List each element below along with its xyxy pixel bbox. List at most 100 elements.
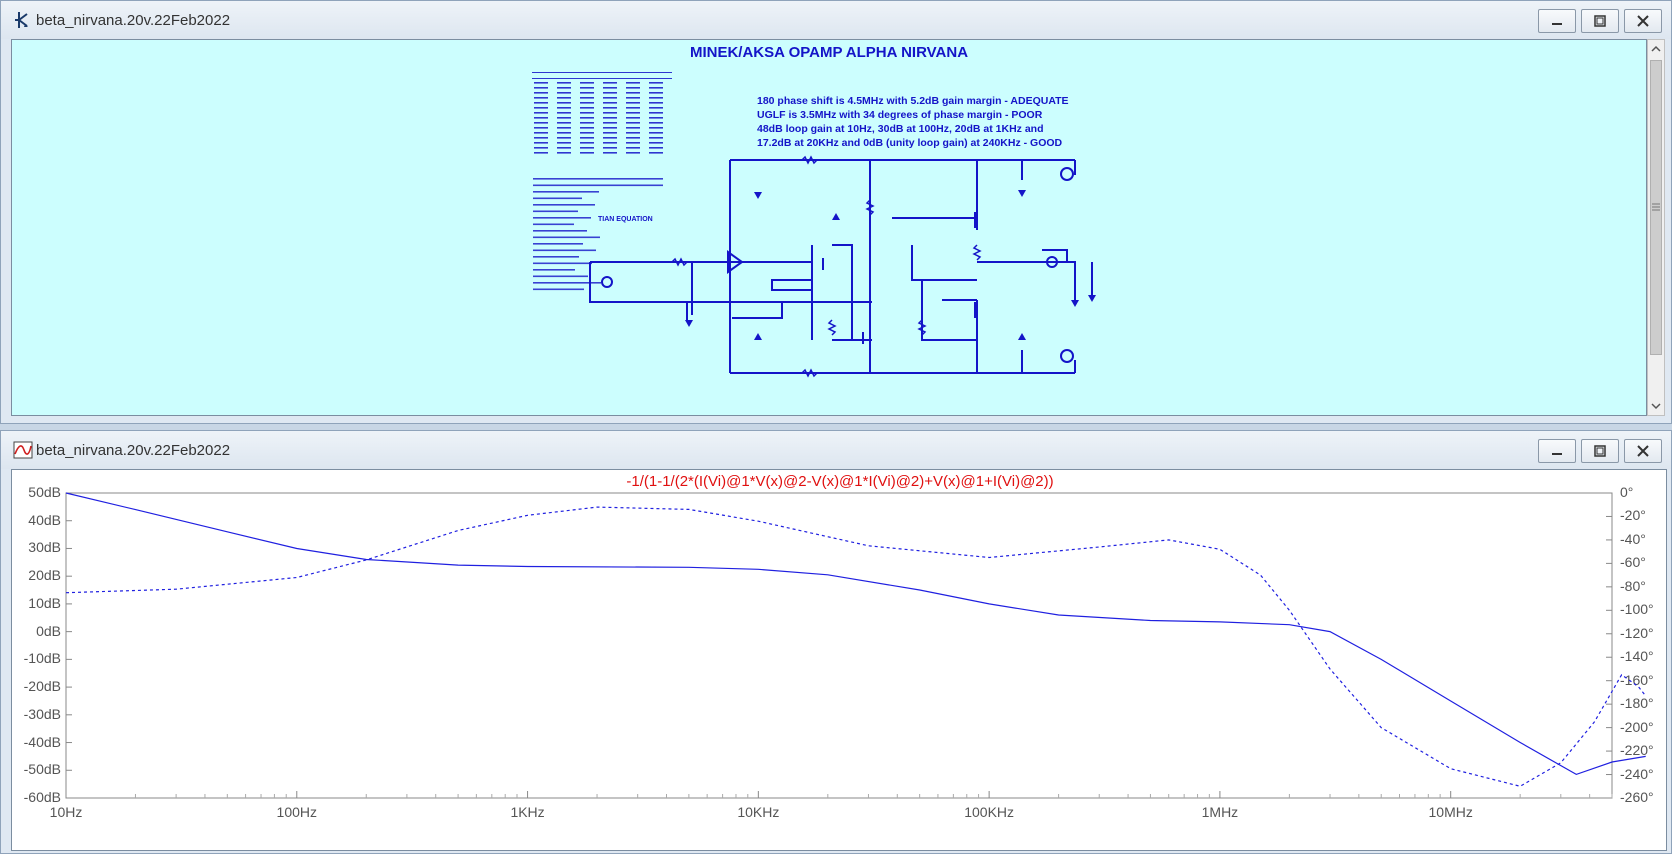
right-axis-label: -260° xyxy=(1620,789,1654,805)
right-axis-label: -20° xyxy=(1620,507,1646,524)
note-line-3: 48dB loop gain at 10Hz, 30dB at 100Hz, 2… xyxy=(757,123,1044,135)
table-cell-mark xyxy=(557,82,571,84)
directive-line-mark xyxy=(533,282,601,284)
directive-line-mark xyxy=(533,288,584,291)
left-axis-label: 50dB xyxy=(28,484,61,500)
bottom-axis-label: 1KHz xyxy=(510,804,545,820)
equation-label: TIAN EQUATION xyxy=(598,216,653,223)
table-cell-mark xyxy=(534,122,548,124)
table-cell-mark xyxy=(649,112,663,114)
table-cell-mark xyxy=(557,102,571,104)
table-cell-mark xyxy=(649,102,663,104)
left-axis-label: 10dB xyxy=(28,594,61,611)
table-cell-mark xyxy=(534,117,548,119)
scroll-up-icon[interactable] xyxy=(1648,42,1664,56)
right-axis-label: -60° xyxy=(1620,554,1646,571)
table-cell-mark xyxy=(534,112,548,114)
table-cell-mark xyxy=(580,152,594,154)
table-cell-mark xyxy=(603,107,617,109)
scroll-down-icon[interactable] xyxy=(1648,399,1664,413)
table-cell-mark xyxy=(534,142,548,144)
plot-pane[interactable]: -1/(1-1/(2*(I(Vi)@1*V(x)@2-V(x)@1*I(Vi)@… xyxy=(11,469,1667,851)
directive-line-mark xyxy=(533,223,574,226)
plot-minimize-button[interactable] xyxy=(1538,439,1576,463)
plot-close-button[interactable] xyxy=(1624,439,1662,463)
table-cell-mark xyxy=(580,82,594,84)
directive-line-mark xyxy=(533,230,587,232)
table-cell-mark xyxy=(557,132,571,134)
table-cell-mark xyxy=(580,107,594,109)
plot-maximize-button[interactable] xyxy=(1581,439,1619,463)
waveform-app-icon xyxy=(13,441,33,459)
directive-line-mark xyxy=(533,210,578,213)
table-cell-mark xyxy=(557,112,571,114)
left-axis-label: -40dB xyxy=(23,733,61,750)
phase-trace xyxy=(65,506,1647,787)
circuit-symbols xyxy=(601,155,1096,378)
table-cell-mark xyxy=(603,152,617,154)
table-cell-mark xyxy=(649,142,663,144)
directive-line-mark xyxy=(533,243,583,245)
scroll-grip-icon xyxy=(1652,203,1660,211)
minimize-button[interactable] xyxy=(1538,9,1576,33)
directive-line-mark xyxy=(533,275,588,278)
close-button[interactable] xyxy=(1624,9,1662,33)
table-cell-mark xyxy=(580,102,594,104)
table-cell-mark xyxy=(649,132,663,134)
table-cell-mark xyxy=(603,122,617,124)
directive-line-mark xyxy=(533,191,599,193)
plot-titlebar[interactable]: beta_nirvana.20v.22Feb2022 xyxy=(1,431,1671,469)
table-cell-mark xyxy=(534,97,548,99)
schematic-canvas[interactable]: MINEK/AKSA OPAMP ALPHA NIRVANA 180 phase… xyxy=(11,39,1647,416)
table-cell-mark xyxy=(649,127,663,129)
table-cell-mark xyxy=(534,137,548,139)
table-cell-mark xyxy=(603,82,617,84)
schematic-titlebar[interactable]: beta_nirvana.20v.22Feb2022 xyxy=(1,1,1671,39)
schematic-window-title: beta_nirvana.20v.22Feb2022 xyxy=(36,12,231,29)
table-cell-mark xyxy=(603,87,617,89)
vertical-scrollbar[interactable] xyxy=(1647,39,1665,416)
right-axis-label: -40° xyxy=(1620,530,1646,547)
table-cell-mark xyxy=(626,132,640,134)
table-cell-mark xyxy=(557,147,571,149)
plot-frame xyxy=(65,492,1613,799)
table-cell-mark xyxy=(534,82,548,84)
left-axis-label: 20dB xyxy=(28,567,61,584)
table-cell-mark xyxy=(557,142,571,144)
left-axis-label: -60dB xyxy=(23,789,61,805)
directive-line-mark xyxy=(533,184,663,187)
table-cell-mark xyxy=(557,152,571,154)
table-cell-mark xyxy=(603,127,617,129)
right-axis-label: -200° xyxy=(1620,718,1654,735)
trace-expression[interactable]: -1/(1-1/(2*(I(Vi)@1*V(x)@2-V(x)@1*I(Vi)@… xyxy=(626,473,1054,490)
directive-line-mark xyxy=(533,249,596,252)
right-axis-label: -80° xyxy=(1620,577,1646,594)
table-cell-mark xyxy=(557,127,571,129)
table-cell-mark xyxy=(626,142,640,144)
table-cell-mark xyxy=(534,107,548,109)
note-line-4: 17.2dB at 20KHz and 0dB (unity loop gain… xyxy=(757,137,1063,149)
table-cell-mark xyxy=(580,132,594,134)
maximize-button[interactable] xyxy=(1581,9,1619,33)
left-axis-label: -30dB xyxy=(23,705,61,722)
directive-line-mark xyxy=(533,197,582,200)
table-cell-mark xyxy=(626,97,640,99)
table-cell-mark xyxy=(626,92,640,94)
close-icon xyxy=(1637,15,1649,27)
schematic-heading: MINEK/AKSA OPAMP ALPHA NIRVANA xyxy=(689,44,969,61)
table-cell-mark xyxy=(557,122,571,124)
table-cell-mark xyxy=(603,97,617,99)
table-cell-mark xyxy=(626,82,640,84)
note-line-1: 180 phase shift is 4.5MHz with 5.2dB gai… xyxy=(757,95,1069,107)
bode-plot[interactable] xyxy=(12,470,1667,851)
table-cell-mark xyxy=(649,147,663,149)
right-axis-label: -140° xyxy=(1620,648,1654,665)
table-cell-mark xyxy=(580,142,594,144)
plot-window: beta_nirvana.20v.22Feb2022 -1/(1-1/(2*(I… xyxy=(0,430,1672,854)
table-cell-mark xyxy=(557,87,571,89)
schematic-drawing xyxy=(532,72,1096,378)
table-cell-mark xyxy=(603,142,617,144)
table-cell-mark xyxy=(580,122,594,124)
left-axis-label: -10dB xyxy=(23,650,61,667)
bottom-axis-label: 100Hz xyxy=(276,804,318,820)
